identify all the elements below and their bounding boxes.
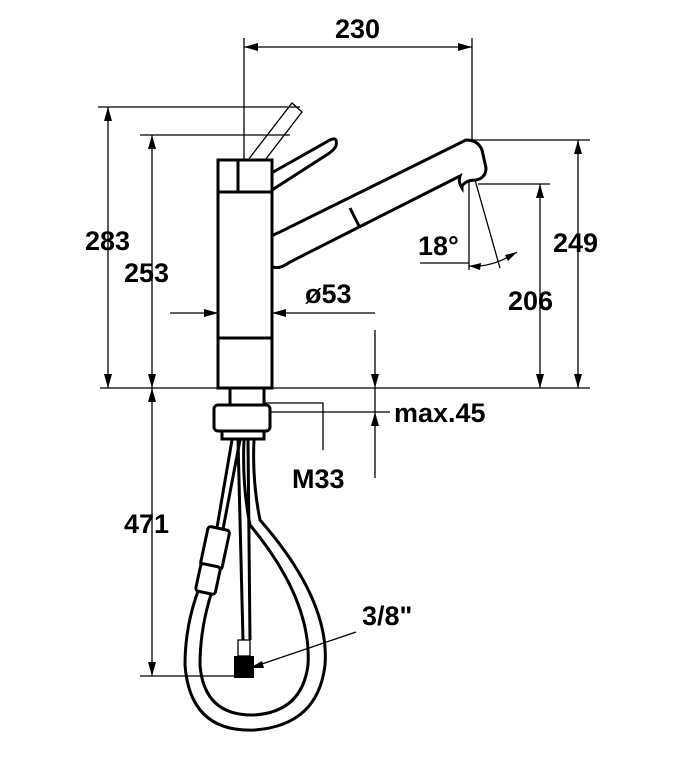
faucet-column <box>216 158 274 390</box>
dim-471-arrow-top <box>148 388 156 402</box>
connection-leader <box>249 631 357 669</box>
dim-253-arrow-top <box>148 135 156 149</box>
dim-45-arrow-top <box>371 374 379 388</box>
mounting <box>212 386 272 441</box>
hoses <box>183 439 327 732</box>
label-230: 230 <box>335 14 380 44</box>
pullout-hose-outer <box>183 439 327 732</box>
lever-alt-position <box>247 102 303 165</box>
dim-471-arrow-bottom <box>148 662 156 676</box>
spout-divider <box>348 207 362 229</box>
dim-53-arrow-left <box>204 309 218 317</box>
dim-53-arrow-right <box>272 309 286 317</box>
angle-tilted-ref <box>474 179 501 269</box>
dim-206-arrow-top <box>536 184 544 198</box>
dimension-labels: 230 283 253 ø53 18° 249 206 max.45 M33 4… <box>85 14 598 631</box>
label-471: 471 <box>124 509 169 539</box>
label-diameter: ø53 <box>305 279 352 309</box>
supply-hose-center <box>236 439 245 641</box>
label-253: 253 <box>124 258 169 288</box>
label-connection: 3/8" <box>362 601 412 631</box>
label-249: 249 <box>553 228 598 258</box>
label-m33: M33 <box>292 464 345 494</box>
angle-arrow-left <box>469 263 481 270</box>
dimension-lines <box>98 38 590 677</box>
mount-washer <box>220 429 266 441</box>
dim-283-arrow-top <box>104 107 112 121</box>
dim-45-arrow-bottom <box>371 412 379 426</box>
label-angle: 18° <box>418 231 459 261</box>
supply-hose-right <box>218 439 242 546</box>
label-283: 283 <box>85 226 130 256</box>
connection-fitting <box>234 656 254 678</box>
dim-283-arrow-bottom <box>104 374 112 388</box>
label-206: 206 <box>508 286 553 316</box>
lever-handle <box>266 137 338 193</box>
m33-leader <box>264 402 324 450</box>
supply-hose-center-2 <box>246 439 252 641</box>
connection-ridge <box>237 639 251 657</box>
label-max45: max.45 <box>394 398 486 428</box>
dim-249-arrow-bottom <box>574 374 582 388</box>
dim-253-arrow-bottom <box>148 374 156 388</box>
angle-arrow-right <box>505 252 517 261</box>
hose-weight-lower <box>194 562 222 596</box>
faucet-body <box>216 102 488 390</box>
dim-206-arrow-bottom <box>536 374 544 388</box>
dim-249-arrow-top <box>574 140 582 154</box>
dim-230-arrow-left <box>244 43 258 51</box>
spout <box>263 138 488 270</box>
dim-230-arrow-right <box>458 43 472 51</box>
mount-nut <box>212 403 272 433</box>
